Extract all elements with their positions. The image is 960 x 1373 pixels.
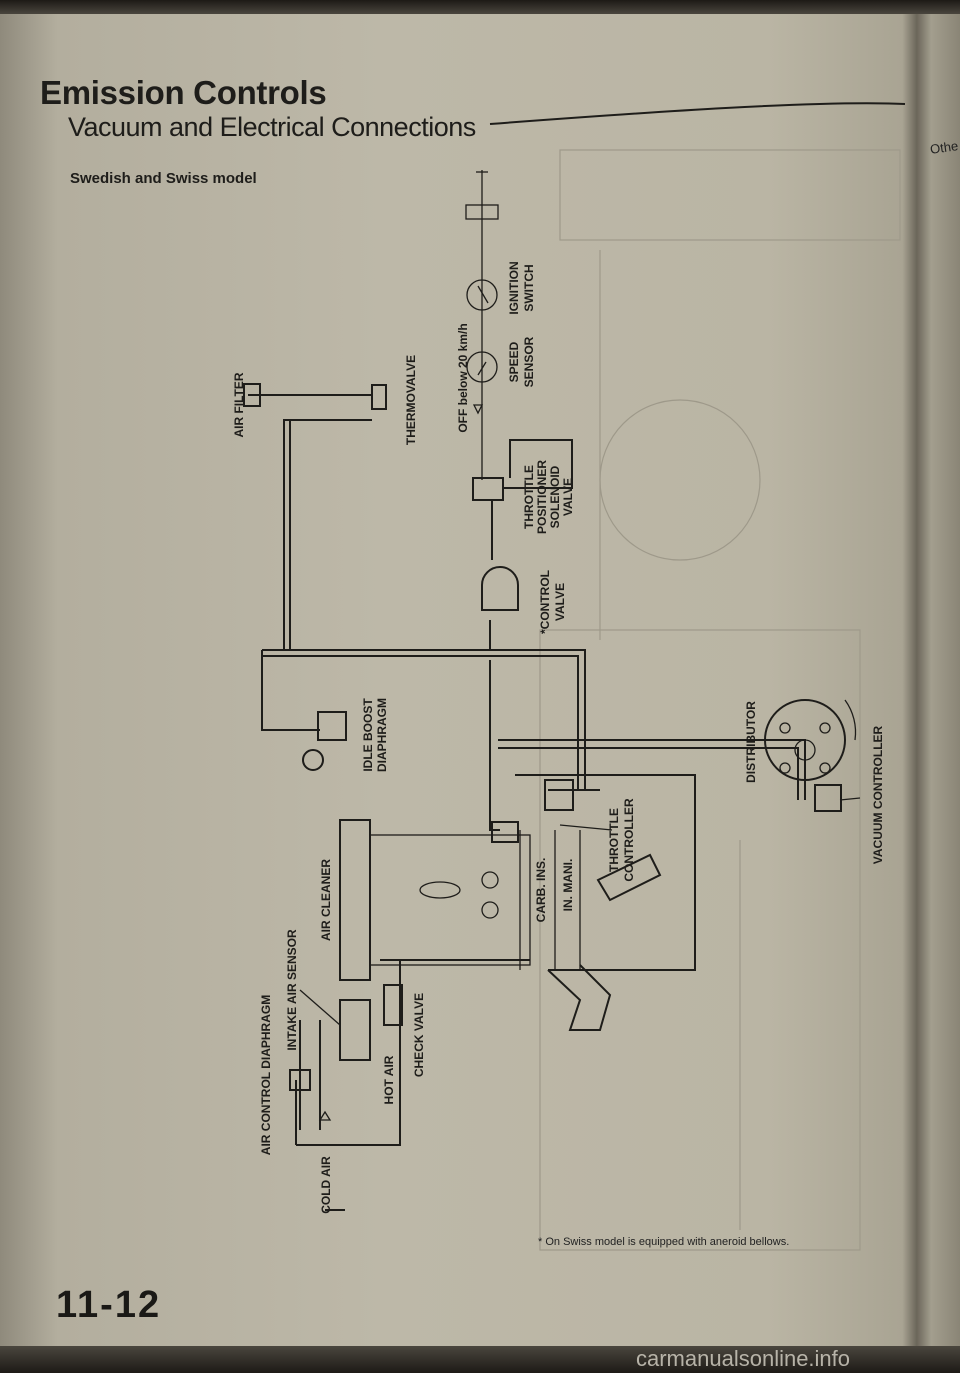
label-air-cleaner: AIR CLEANER [319,859,333,941]
label-idle-boost-diaphragm: IDLE BOOST [361,698,375,772]
label-throttle-positioner: POSITIONER [535,460,549,534]
watermark: carmanualsonline.info [636,1346,851,1371]
label-cold-air: COLD AIR [319,1156,333,1214]
label-in-mani: IN. MANI. [561,859,575,912]
label-speed-sensor: SENSOR [522,336,536,387]
label-air-control-diaphragm: AIR CONTROL DIAPHRAGM [259,995,273,1155]
label-air-filter: AIR FILTER [232,372,246,437]
throttle-positioner-solenoid-valve [472,439,573,560]
label-ignition-switch: SWITCH [522,264,536,311]
label-control-valve: *CONTROL [538,570,552,634]
label-control-valve: VALVE [553,583,567,621]
label-hot-air: HOT AIR [382,1055,396,1104]
label-carb-ins: CARB. INS. [534,858,548,923]
leader-arrows [299,797,861,1026]
speed-sensor-icon [466,351,498,383]
distributor-icon [764,699,857,812]
label-ignition-switch: IGNITION [507,261,521,314]
header-rule [489,102,906,125]
control-valve [481,566,519,650]
label-speed-sensor: SPEED [507,341,521,382]
label-throttle-positioner: SOLENOID [548,465,562,528]
page-number: 11-12 [56,1284,162,1326]
label-intake-air-sensor: INTAKE AIR SENSOR [285,929,299,1051]
page-title: Emission Controls [40,74,327,111]
label-vacuum-controller: VACUUM CONTROLLER [871,725,885,864]
label-distributor: DISTRIBUTOR [744,701,758,783]
label-check-valve: CHECK VALVE [412,993,426,1077]
label-throttle-controller: THROTTLE [607,808,621,872]
section-subtitle: Vacuum and Electrical Connections [68,112,476,142]
carburetor-assembly [289,819,662,1130]
bleed-through [539,149,901,1251]
label-throttle-positioner: VALVE [561,478,575,516]
label-throttle-positioner: THROTTLE [522,465,536,529]
label-thermovalve: THERMOVALVE [404,355,418,445]
label-idle-boost-diaphragm: DIAPHRAGM [375,698,389,772]
footnote: * On Swiss model is equipped with aneroi… [538,1236,790,1248]
ignition-switch-icon [466,279,498,311]
vacuum-hoses [243,383,806,1211]
label-throttle-controller: CONTROLLER [622,798,636,882]
model-caption: Swedish and Swiss model [70,170,257,187]
photo-edge-top [0,0,960,14]
electrical-circuit [465,170,499,480]
photo-edge-bottom [0,1346,960,1373]
label-off-below: OFF below 20 km/h [456,323,470,432]
